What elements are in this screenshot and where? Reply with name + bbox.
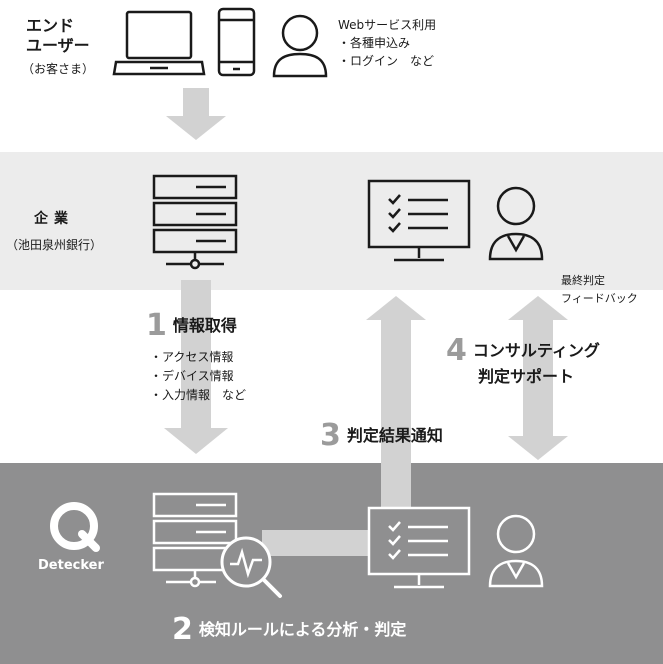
web-usage-item: ・ログイン など xyxy=(338,54,435,68)
checklist-monitor-icon xyxy=(367,179,471,262)
final-feedback-line2: フィードバック xyxy=(561,292,638,305)
magnifier-icon xyxy=(220,536,282,598)
web-usage-text: Webサービス利用 ・各種申込み ・ログイン など xyxy=(338,16,436,70)
connector-bar xyxy=(262,530,382,556)
step-2-text: 検知ルールによる分析・判定 xyxy=(198,620,407,639)
step-4-label: 4 コンサルティング 判定サポート xyxy=(446,336,600,390)
company-title: 企業 xyxy=(34,211,74,227)
step-1-label: 1 情報取得 xyxy=(146,308,237,343)
step-4-text-line2: 判定サポート xyxy=(478,367,575,386)
step-1-text: 情報取得 xyxy=(172,316,237,335)
web-usage-item: ・各種申込み xyxy=(338,36,411,50)
step-1-item: ・入力情報 など xyxy=(150,388,247,402)
result-monitor-icon xyxy=(367,506,471,589)
end-user-title-line1: エンド xyxy=(26,16,75,35)
step-1-items: ・アクセス情報 ・デバイス情報 ・入力情報 など xyxy=(150,348,246,405)
step-3-number: 3 xyxy=(320,418,341,453)
end-user-subtitle: （お客さま） xyxy=(22,62,95,76)
operator-icon xyxy=(488,186,544,261)
user-icon xyxy=(272,14,328,78)
step-4-text-line1: コンサルティング xyxy=(472,341,600,360)
server-icon xyxy=(152,174,238,270)
end-user-title-line2: ユーザー xyxy=(26,36,90,55)
detecker-logo-icon xyxy=(50,502,100,552)
step-3-label: 3 判定結果通知 xyxy=(320,418,443,453)
step-2-label: 2 検知ルールによる分析・判定 xyxy=(172,612,406,647)
arrow-up-result xyxy=(366,296,426,514)
arrow-down-top xyxy=(166,88,226,140)
step-1-item: ・デバイス情報 xyxy=(150,369,234,383)
web-usage-title: Webサービス利用 xyxy=(338,18,437,32)
company-subtitle: （池田泉州銀行） xyxy=(6,238,103,252)
step-4-number: 4 xyxy=(446,333,467,368)
laptop-icon xyxy=(112,10,206,76)
step-1-item: ・アクセス情報 xyxy=(150,350,234,364)
arrow-double-consulting xyxy=(508,296,568,460)
company-band xyxy=(0,152,663,290)
step-3-text: 判定結果通知 xyxy=(346,426,443,445)
step-2-number: 2 xyxy=(172,612,193,647)
final-feedback-label: 最終判定 フィードバック xyxy=(561,272,638,308)
analyst-icon xyxy=(488,514,544,588)
detecker-logo-text: Detecker xyxy=(38,558,104,573)
end-user-title: エンド ユーザー xyxy=(26,16,90,56)
detecker-band xyxy=(0,463,663,664)
arrow-down-info xyxy=(164,280,228,454)
smartphone-icon xyxy=(217,7,256,77)
final-feedback-line1: 最終判定 xyxy=(561,274,605,287)
step-1-number: 1 xyxy=(146,308,167,343)
